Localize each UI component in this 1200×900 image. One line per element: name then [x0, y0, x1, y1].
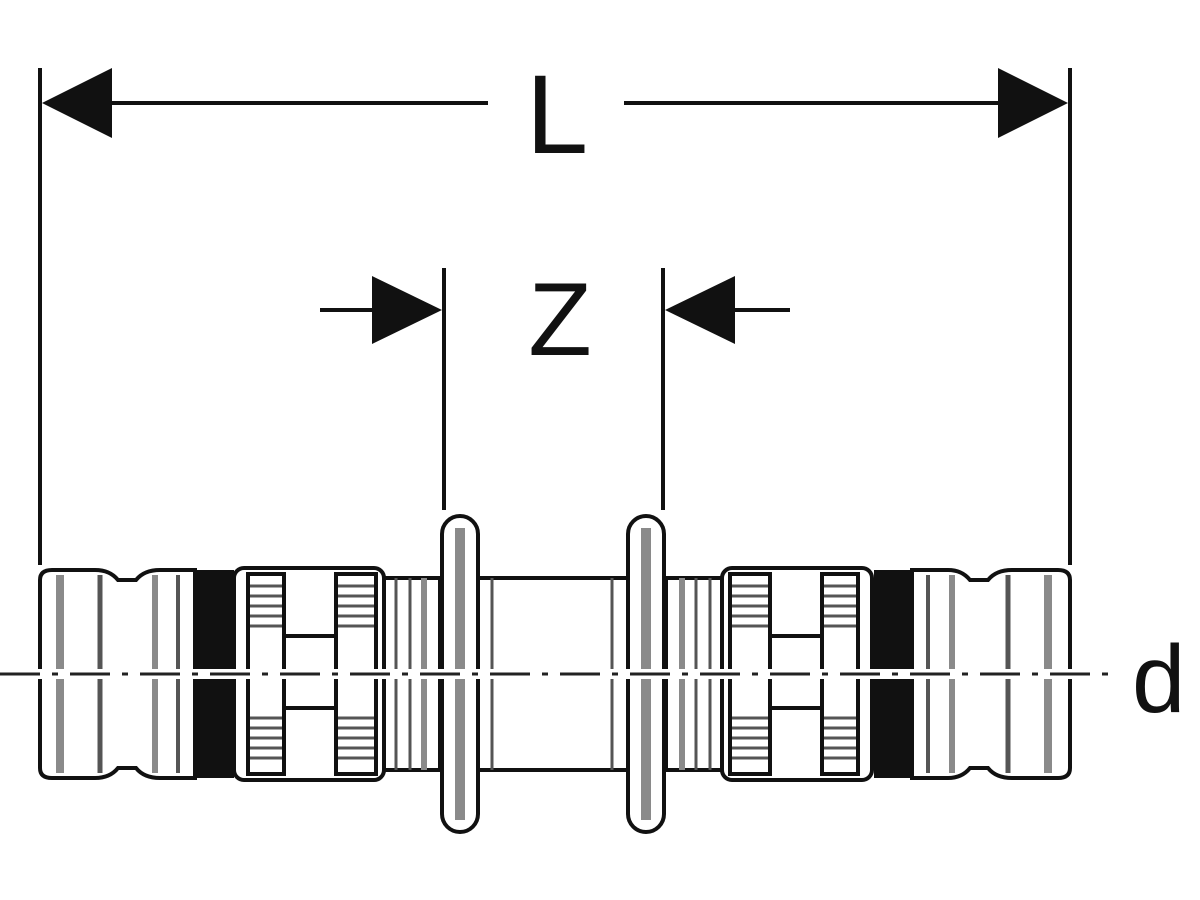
arrow-l-right — [998, 68, 1068, 138]
dimension-l: L — [38, 52, 1072, 565]
arrow-z-left — [372, 276, 442, 344]
diameter-label: d — [1132, 626, 1185, 733]
dimension-l-label: L — [526, 52, 588, 177]
dimension-z: Z — [320, 262, 790, 510]
arrow-l-left — [42, 68, 112, 138]
dimension-z-label: Z — [528, 262, 592, 378]
arrow-z-right — [665, 276, 735, 344]
